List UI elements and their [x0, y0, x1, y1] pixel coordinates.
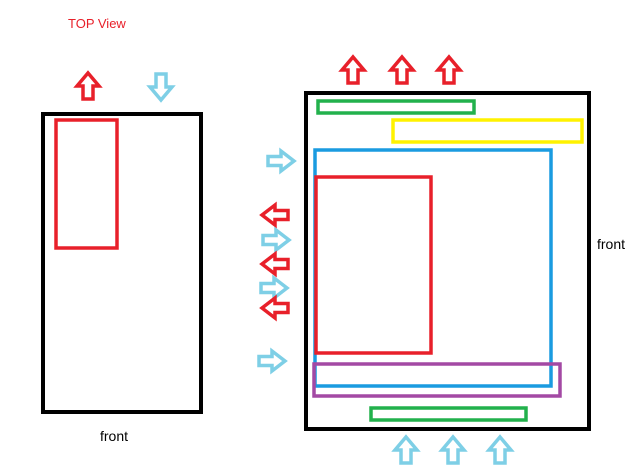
side-intake-arrow-icon — [259, 276, 289, 300]
side-exhaust-arrow-icon — [260, 203, 290, 227]
side-intake-arrow-icon — [261, 228, 291, 252]
side-intake-arrow-icon — [257, 349, 287, 373]
bottom-intake-arrow-icon — [440, 435, 466, 465]
side-exhaust-arrow-icon — [260, 252, 290, 276]
left-intake-down-arrow-icon — [148, 72, 174, 102]
left-view — [41, 71, 203, 414]
top-exhaust-arrow-icon — [340, 55, 366, 85]
diagram-title: TOP View — [68, 16, 126, 31]
left-front-label: front — [100, 428, 129, 444]
right-case-outline — [304, 91, 591, 431]
left-case-outline — [41, 112, 203, 414]
right-front-label: front — [597, 236, 626, 252]
bottom-intake-arrow-icon — [393, 435, 419, 465]
bottom-intake-arrow-icon — [487, 435, 513, 465]
top-exhaust-arrow-icon — [389, 55, 415, 85]
right-view — [257, 55, 591, 465]
side-intake-arrow-icon — [266, 149, 296, 173]
side-exhaust-arrow-icon — [260, 296, 290, 320]
left-red-component — [54, 118, 119, 250]
purple-bar — [312, 362, 562, 398]
blue-large-box — [313, 148, 553, 388]
green-top-bar — [316, 99, 476, 115]
yellow-bar — [391, 118, 584, 144]
left-exhaust-up-arrow-icon — [75, 71, 101, 101]
green-bottom-bar — [369, 406, 528, 422]
top-exhaust-arrow-icon — [436, 55, 462, 85]
red-inner-box — [314, 175, 433, 355]
